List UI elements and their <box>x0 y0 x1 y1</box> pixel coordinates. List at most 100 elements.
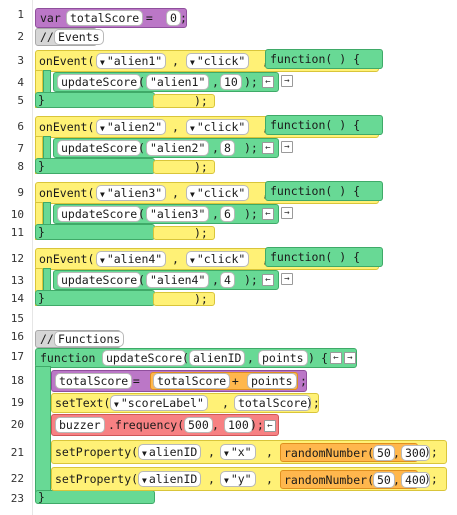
function-name-field[interactable]: updateScore <box>102 350 187 366</box>
updatescore-name-field[interactable]: updateScore <box>57 272 142 288</box>
updatescore-call-block[interactable]: updateScore("alien1",10);← <box>53 72 279 92</box>
add-param-icon[interactable]: → <box>344 352 356 364</box>
event-type-dropdown[interactable]: ▼"click" <box>186 251 250 267</box>
updatescore-call-block[interactable]: updateScore("alien3",6);← <box>53 204 279 224</box>
settext-value-field[interactable]: totalScore <box>234 395 312 411</box>
collapse-args-icon[interactable]: ← <box>264 420 276 432</box>
callback-close-block[interactable]: } <box>35 224 155 240</box>
line-number: 16 <box>10 330 24 343</box>
setproperty-id-dropdown[interactable]: ▼alienID <box>138 471 202 487</box>
var-value-field[interactable]: 0 <box>166 10 181 26</box>
setproperty-x-block[interactable]: setProperty( ▼alienID , ▼"x" , randomNum… <box>51 440 447 464</box>
event-target-value: "alien1" <box>106 54 163 68</box>
event-target-dropdown[interactable]: ▼"alien4" <box>96 251 167 267</box>
assign-var-field[interactable]: totalScore <box>55 373 133 389</box>
addition-block[interactable]: totalScore + points <box>150 372 298 390</box>
random-min-field[interactable]: 50 <box>373 472 395 488</box>
add-arg-icon[interactable]: → <box>281 273 293 285</box>
arg-comma: , <box>393 473 400 487</box>
settext-id-dropdown[interactable]: ▼"scoreLabel" <box>110 395 208 411</box>
event-target-dropdown[interactable]: ▼"alien2" <box>96 119 167 135</box>
callback-close-block[interactable]: } <box>35 290 155 306</box>
event-target-dropdown[interactable]: ▼"alien3" <box>96 185 167 201</box>
dropdown-triangle-icon: ▼ <box>190 124 195 133</box>
alien-id-arg[interactable]: "alien4" <box>146 272 210 288</box>
setproperty-y-block[interactable]: setProperty( ▼alienID , ▼"y" , randomNum… <box>51 467 447 491</box>
add-arg-icon[interactable]: → <box>281 141 293 153</box>
random-max-field[interactable]: 300 <box>401 445 430 461</box>
callback-function-block[interactable]: function( ) { <box>265 49 383 69</box>
updatescore-call-block[interactable]: updateScore("alien2",8);← <box>53 138 279 158</box>
callback-close-block[interactable]: } <box>35 158 155 174</box>
event-target-dropdown[interactable]: ▼"alien1" <box>96 53 167 69</box>
param-points-field[interactable]: points <box>258 350 308 366</box>
comment-text-functions[interactable]: Functions <box>54 331 125 347</box>
updatescore-name-field[interactable]: updateScore <box>57 140 142 156</box>
settext-block[interactable]: setText( ▼"scoreLabel" , totalScore ); <box>51 393 320 413</box>
brace-close: } <box>38 291 45 305</box>
setproperty-prop-dropdown[interactable]: ▼"y" <box>220 471 256 487</box>
random-min-field[interactable]: 50 <box>373 445 395 461</box>
brace-open: { <box>353 184 361 198</box>
onevent-tail-block[interactable]: ); <box>153 160 215 174</box>
assignment-block[interactable]: totalScore = totalScore + points ; <box>51 370 307 392</box>
points-arg[interactable]: 10 <box>220 74 242 90</box>
dropdown-triangle-icon: ▼ <box>224 476 229 485</box>
buzzer-frequency-block[interactable]: buzzer .frequency( 500 , 100 ); ← <box>51 414 279 436</box>
random-max-field[interactable]: 400 <box>401 472 430 488</box>
onevent-call: onEvent( <box>39 186 95 200</box>
onevent-tail-block[interactable]: ); <box>153 94 215 108</box>
comment-block-functions[interactable]: // Functions <box>35 330 125 348</box>
setproperty-prop-dropdown[interactable]: ▼"x" <box>220 444 256 460</box>
line-number: 14 <box>10 292 24 305</box>
brace-open: { <box>321 351 328 365</box>
updatescore-name-field[interactable]: updateScore <box>57 206 142 222</box>
code-workspace[interactable]: var totalScore = 0 ; // Events onEvent(▼… <box>33 0 457 515</box>
remove-arg-icon[interactable]: ← <box>262 274 274 286</box>
remove-arg-icon[interactable]: ← <box>262 208 274 220</box>
statement-end: ); <box>244 141 258 155</box>
callback-function-block[interactable]: function( ) { <box>265 115 383 135</box>
points-arg[interactable]: 4 <box>220 272 235 288</box>
alien-id-arg[interactable]: "alien2" <box>146 140 210 156</box>
event-type-dropdown[interactable]: ▼"click" <box>186 119 250 135</box>
random-number-block[interactable]: randomNumber( 50 , 300 <box>280 443 430 462</box>
updatescore-name-field[interactable]: updateScore <box>57 74 142 90</box>
callback-close-block[interactable]: } <box>35 92 155 108</box>
setproperty-id-dropdown[interactable]: ▼alienID <box>138 444 202 460</box>
remove-param-icon[interactable]: ← <box>330 352 342 364</box>
points-arg[interactable]: 8 <box>220 140 235 156</box>
add-arg-icon[interactable]: → <box>281 75 293 87</box>
var-declaration-block[interactable]: var totalScore = 0 ; <box>35 8 187 28</box>
remove-arg-icon[interactable]: ← <box>262 142 274 154</box>
line-number: 5 <box>17 94 24 107</box>
param-alienID-field[interactable]: alienID <box>189 350 246 366</box>
sum-lhs-field[interactable]: totalScore <box>153 373 231 389</box>
alien-id-arg[interactable]: "alien1" <box>146 74 210 90</box>
comment-block-events[interactable]: // Events <box>35 28 104 46</box>
settext-id-value: "scoreLabel" <box>120 396 204 410</box>
function-close-block[interactable]: } <box>35 490 155 504</box>
callback-function-block[interactable]: function( ) { <box>265 247 383 267</box>
remove-arg-icon[interactable]: ← <box>262 76 274 88</box>
sum-rhs-field[interactable]: points <box>247 373 297 389</box>
event-type-dropdown[interactable]: ▼"click" <box>186 185 250 201</box>
line-number: 12 <box>10 252 24 265</box>
plus-operator: + <box>225 374 246 388</box>
comment-text-events[interactable]: Events <box>54 29 104 45</box>
add-arg-icon[interactable]: → <box>281 207 293 219</box>
frequency-arg-field[interactable]: 500 <box>184 417 213 433</box>
var-name-field[interactable]: totalScore <box>66 10 144 26</box>
alien-id-arg[interactable]: "alien3" <box>146 206 210 222</box>
onevent-tail-block[interactable]: ); <box>153 292 215 306</box>
updatescore-call-block[interactable]: updateScore("alien4",4);← <box>53 270 279 290</box>
dropdown-triangle-icon: ▼ <box>190 190 195 199</box>
event-type-dropdown[interactable]: ▼"click" <box>186 53 250 69</box>
function-definition-block[interactable]: function updateScore ( alienID , points … <box>35 348 357 368</box>
callback-function-block[interactable]: function( ) { <box>265 181 383 201</box>
duration-arg-field[interactable]: 100 <box>224 417 253 433</box>
points-arg[interactable]: 6 <box>220 206 235 222</box>
onevent-tail-block[interactable]: ); <box>153 226 215 240</box>
random-number-block[interactable]: randomNumber( 50 , 400 <box>280 470 430 489</box>
buzzer-object-field[interactable]: buzzer <box>55 417 105 433</box>
